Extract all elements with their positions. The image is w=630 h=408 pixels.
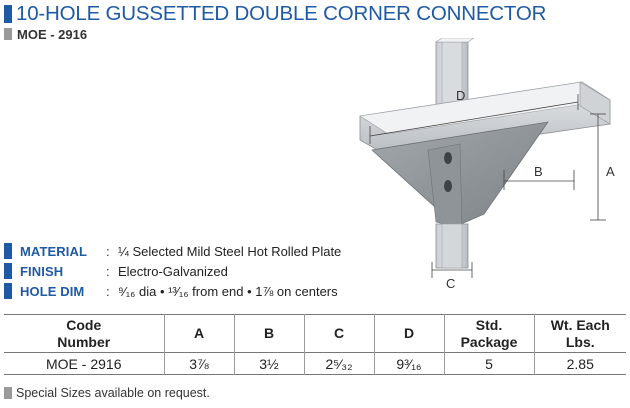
part-number: MOE - 2916: [17, 26, 88, 42]
spec-colon: :: [106, 263, 110, 279]
spec-marker: [4, 243, 12, 259]
spec-marker: [4, 283, 12, 299]
connector-diagram: D B A C: [359, 38, 615, 291]
hole-icon: [444, 152, 452, 164]
horizontal-channel: [359, 81, 611, 157]
page-title: 10-HOLE GUSSETTED DOUBLE CORNER CONNECTO…: [16, 2, 547, 25]
column-header-b: B: [233, 314, 304, 353]
dimension-d-label: D: [456, 88, 465, 103]
spec-marker: [4, 263, 12, 279]
hole-icon: [444, 180, 452, 192]
cell-a: 3⅞: [163, 352, 234, 375]
column-header-d: D: [373, 314, 444, 353]
cell-b: 3½: [233, 352, 304, 375]
gusset-plate: [371, 121, 549, 229]
subtitle-marker: [4, 28, 12, 40]
cell-d: 9³⁄₁₆: [373, 352, 444, 375]
dimension-c: C: [431, 262, 473, 291]
cell-c: 2⁵⁄₃₂: [303, 352, 374, 375]
footnote: Special Sizes available on request.: [4, 386, 210, 400]
spec-row-hole-dim: HOLE DIM : ⁹⁄₁₆ dia • ¹³⁄₁₆ from end • 1…: [4, 281, 424, 301]
column-header-a: A: [163, 314, 234, 353]
dimension-a: A: [590, 113, 615, 221]
cell-weight: 2.85: [533, 352, 626, 375]
column-header-std-package: Std.Package: [443, 314, 534, 353]
spec-row-finish: FINISH : Electro-Galvanized: [4, 261, 424, 281]
dimension-b: B: [503, 164, 575, 190]
title-marker: [4, 5, 12, 23]
spec-value: Electro-Galvanized: [118, 263, 228, 279]
spec-label: HOLE DIM: [20, 283, 85, 299]
spec-value: ¼ Selected Mild Steel Hot Rolled Plate: [118, 243, 342, 259]
spec-label: MATERIAL: [20, 243, 87, 259]
table-row: MOE - 2916 3⅞ 3½ 2⁵⁄₃₂ 9³⁄₁₆ 5 2.85: [4, 352, 626, 375]
cell-std-package: 5: [443, 352, 534, 375]
spec-colon: :: [106, 243, 110, 259]
cell-code-number: MOE - 2916: [46, 355, 122, 372]
dimension-a-label: A: [606, 164, 615, 179]
spec-colon: :: [106, 283, 110, 299]
spec-label: FINISH: [20, 263, 64, 279]
spec-value: ⁹⁄₁₆ dia • ¹³⁄₁₆ from end • 1⅞ on center…: [118, 283, 338, 299]
note-text: Special Sizes available on request.: [16, 386, 210, 400]
note-marker: [4, 387, 12, 399]
spec-list: MATERIAL : ¼ Selected Mild Steel Hot Rol…: [4, 241, 424, 301]
subtitle-bar: MOE - 2916: [4, 26, 88, 42]
dimension-d: D: [369, 88, 579, 144]
column-header-c: C: [303, 314, 374, 353]
title-bar: 10-HOLE GUSSETTED DOUBLE CORNER CONNECTO…: [4, 2, 547, 25]
spec-row-material: MATERIAL : ¼ Selected Mild Steel Hot Rol…: [4, 241, 424, 261]
vertical-channel-lower: [435, 223, 469, 269]
dimension-c-label: C: [446, 276, 455, 291]
dimension-b-label: B: [534, 164, 543, 179]
